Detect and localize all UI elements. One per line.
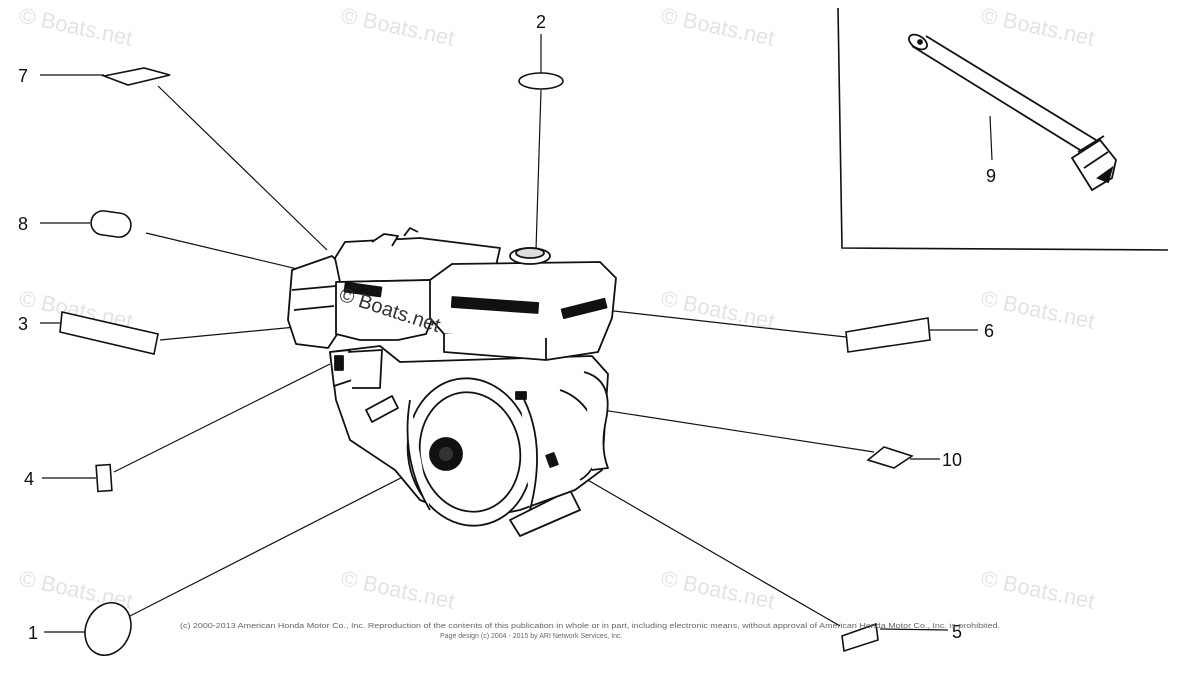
spark-plug-wrench[interactable] xyxy=(906,32,1117,192)
label-part-5[interactable] xyxy=(841,622,879,653)
callout-6[interactable]: 6 xyxy=(984,321,994,341)
watermark: © Boats.net xyxy=(979,285,1097,333)
callout-9[interactable]: 9 xyxy=(986,166,996,186)
callout-10[interactable]: 10 xyxy=(942,450,962,470)
engine-illustration xyxy=(287,227,617,537)
callout-1[interactable]: 1 xyxy=(28,623,38,643)
label-part-1[interactable] xyxy=(77,595,140,663)
label-parts xyxy=(59,67,931,663)
watermark: © Boats.net xyxy=(17,2,135,50)
watermark: © Boats.net xyxy=(979,565,1097,613)
watermark: © Boats.net xyxy=(659,285,777,333)
callout-3[interactable]: 3 xyxy=(18,314,28,334)
callout-8[interactable]: 8 xyxy=(18,214,28,234)
page-design-line: Page design (c) 2004 - 2015 by ARI Netwo… xyxy=(440,633,623,640)
label-part-10[interactable] xyxy=(866,446,914,469)
label-part-3[interactable] xyxy=(59,311,159,355)
label-part-6[interactable] xyxy=(845,317,931,353)
watermark: © Boats.net xyxy=(979,2,1097,50)
watermark: © Boats.net xyxy=(339,2,457,50)
copyright-line: (c) 2000-2013 American Honda Motor Co., … xyxy=(180,623,1000,630)
leader-lines xyxy=(40,34,978,633)
label-part-8[interactable] xyxy=(90,209,133,238)
watermark: © Boats.net xyxy=(659,565,777,613)
callout-5[interactable]: 5 xyxy=(952,622,962,642)
callout-4[interactable]: 4 xyxy=(24,469,34,489)
callout-7[interactable]: 7 xyxy=(18,66,28,86)
label-part-4[interactable] xyxy=(95,463,113,493)
callout-numbers: 7 8 3 4 1 2 9 6 10 5 xyxy=(18,12,996,643)
callout-2[interactable]: 2 xyxy=(536,12,546,32)
watermark: © Boats.net xyxy=(659,2,777,50)
label-part-7[interactable] xyxy=(101,67,171,86)
label-part-2[interactable] xyxy=(518,72,564,90)
tool-inset xyxy=(837,7,1169,251)
watermark: © Boats.net xyxy=(339,565,457,613)
